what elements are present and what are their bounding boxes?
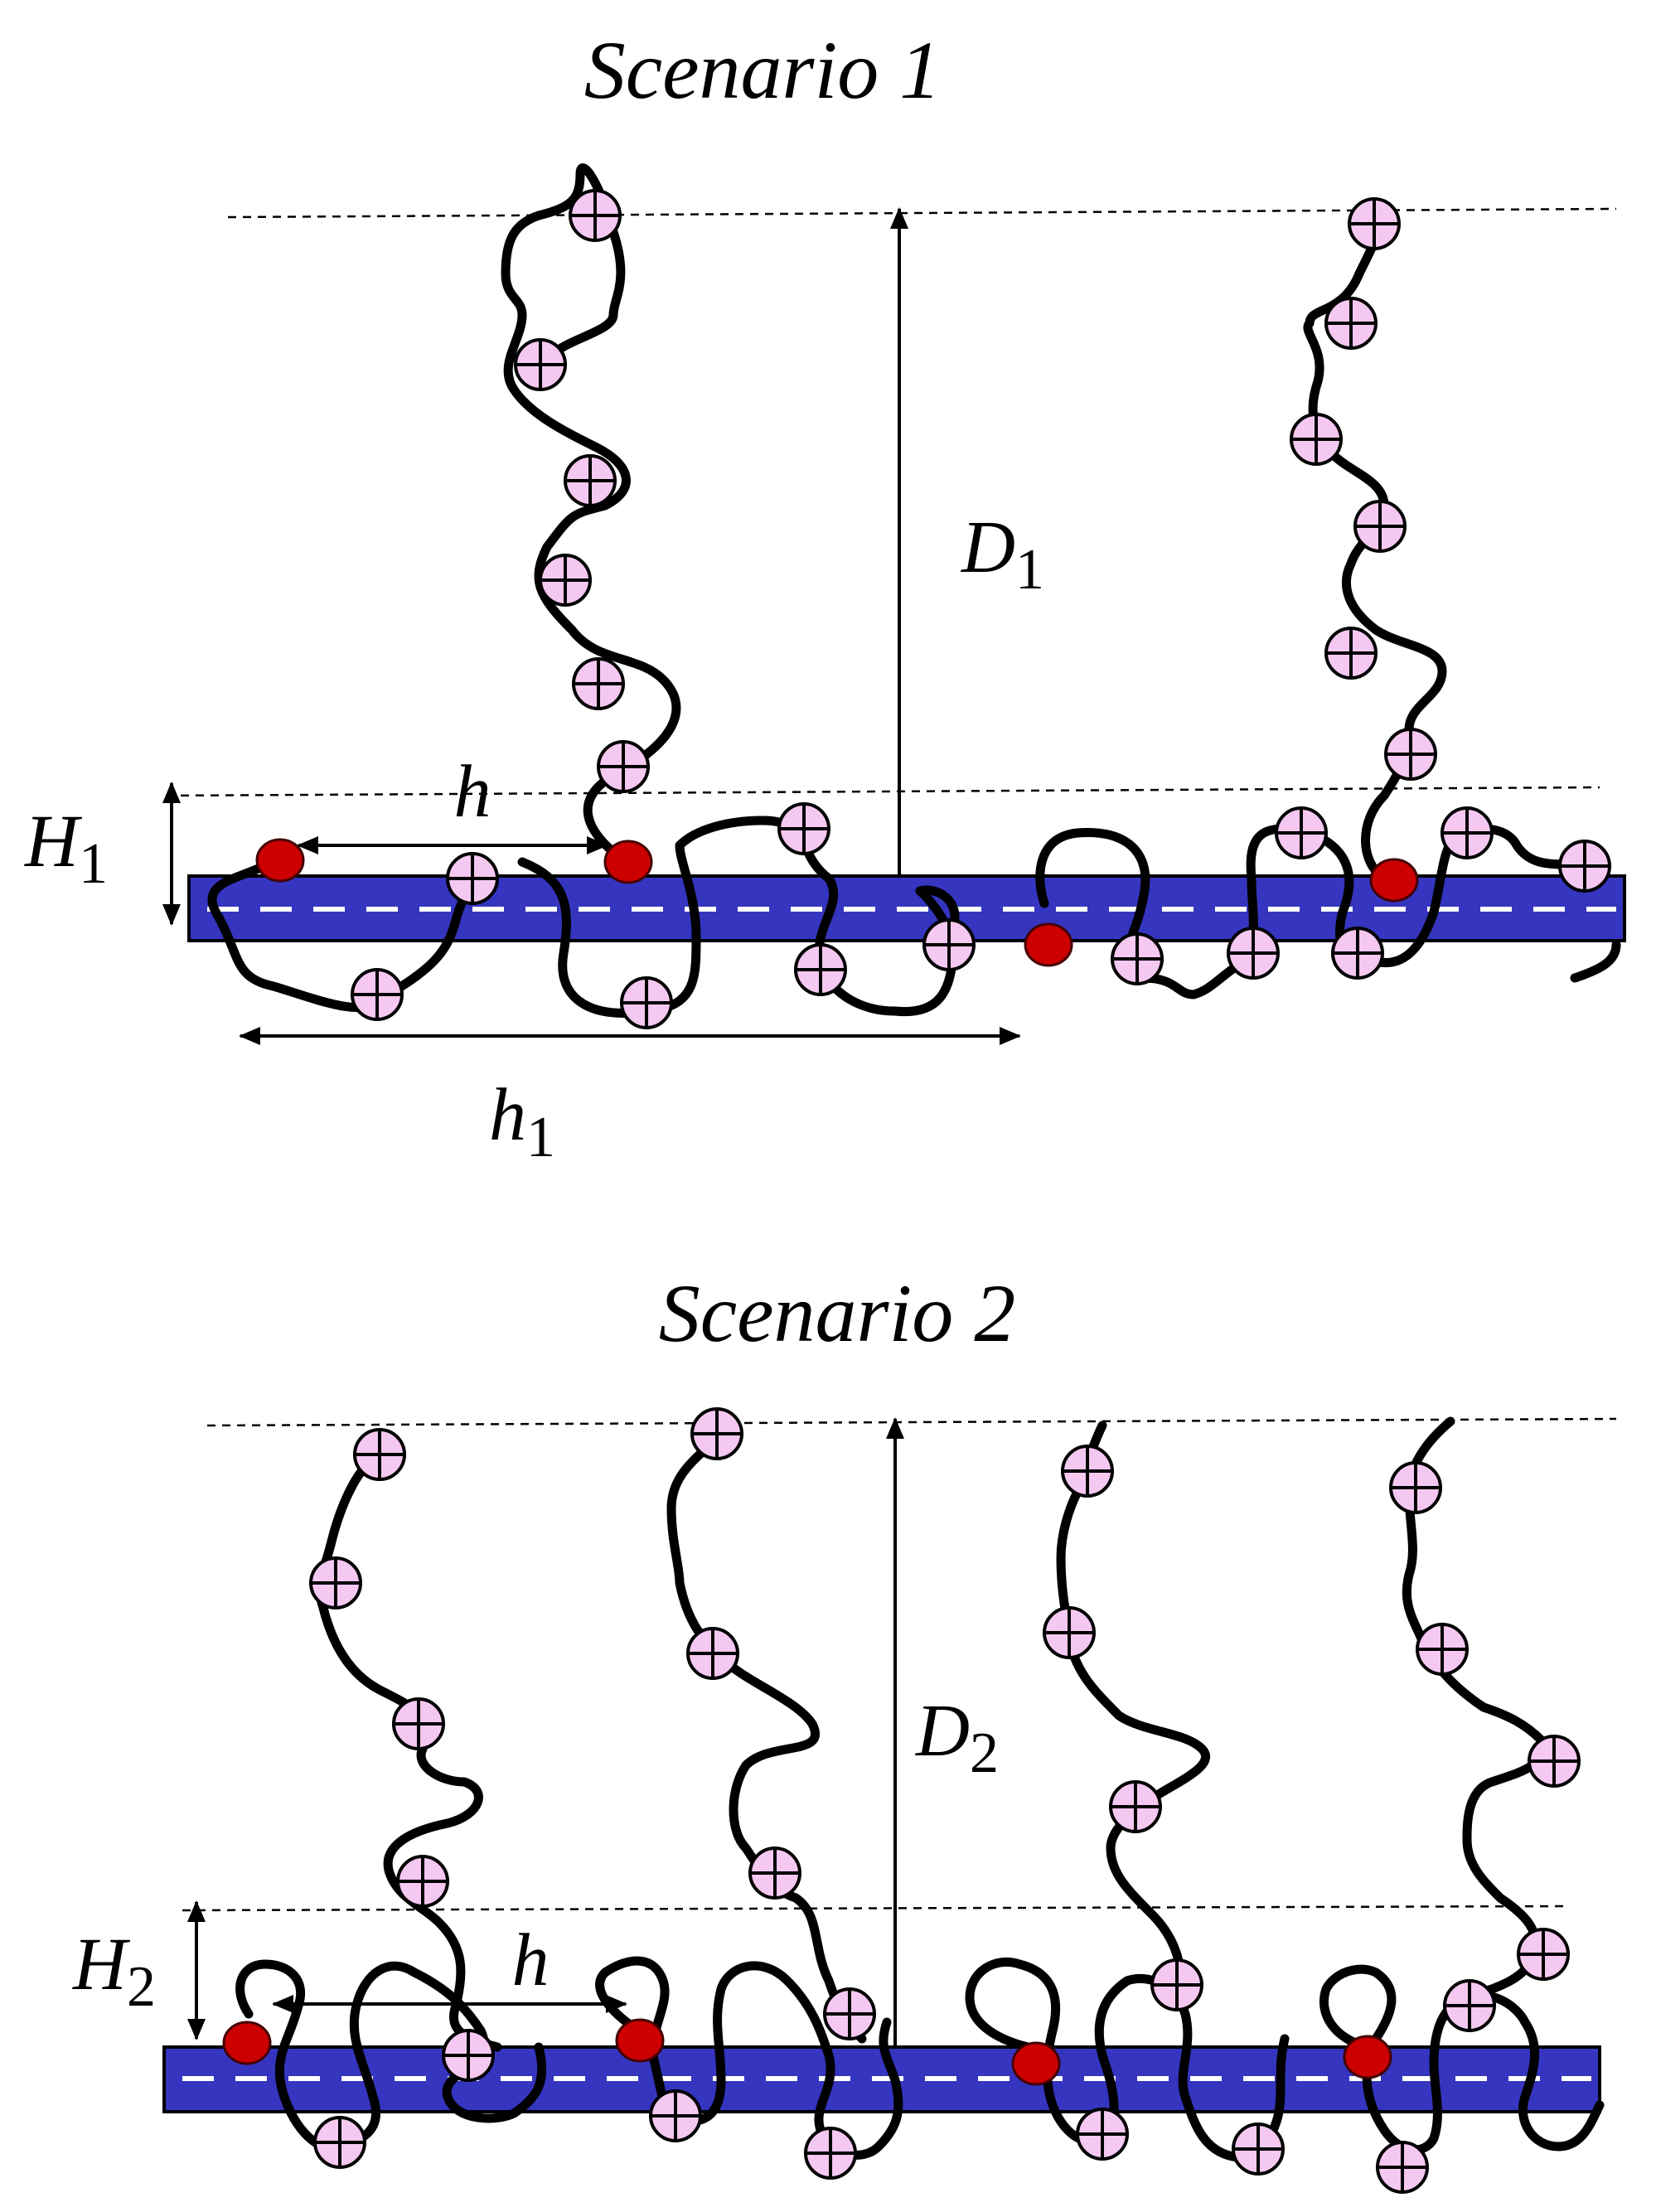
h2-height-label: H2 xyxy=(72,1924,156,2019)
charges-1 xyxy=(351,189,1611,1029)
scenario-2-panel: Scenario 2 D2 H2 xyxy=(72,1267,1617,2194)
anchor-2c xyxy=(1011,2041,1061,2086)
anchor-2a xyxy=(222,2021,272,2065)
h1-height-label: H1 xyxy=(24,801,108,896)
standing-chain-1a xyxy=(501,163,681,867)
h1-label: h1 xyxy=(489,1074,555,1169)
scenario-1-panel: Scenario 1 D1 H xyxy=(24,24,1626,1169)
h-spacing-label-1: h xyxy=(454,751,491,833)
h-spacing-label-2: h xyxy=(512,1919,550,2001)
anchor-1b xyxy=(603,840,653,884)
scenario-2-title: Scenario 2 xyxy=(659,1267,1015,1359)
scenario-1-title: Scenario 1 xyxy=(584,24,941,116)
brush-height-guide-line-1 xyxy=(165,786,1600,797)
brush-height-guide-line-2 xyxy=(182,1905,1567,1912)
d2-label: D2 xyxy=(914,1690,999,1785)
anchor-1a xyxy=(255,838,305,883)
anchor-2b xyxy=(615,2018,665,2063)
charges-2 xyxy=(309,1407,1581,2194)
top-guide-line-2 xyxy=(206,1417,1617,1427)
anchor-1c xyxy=(1024,922,1073,967)
anchor-1d xyxy=(1369,858,1419,903)
anchor-2d xyxy=(1343,2035,1392,2079)
top-guide-line-1 xyxy=(227,207,1617,219)
d1-label: D1 xyxy=(960,506,1044,602)
chains-2 xyxy=(235,1416,1605,2162)
